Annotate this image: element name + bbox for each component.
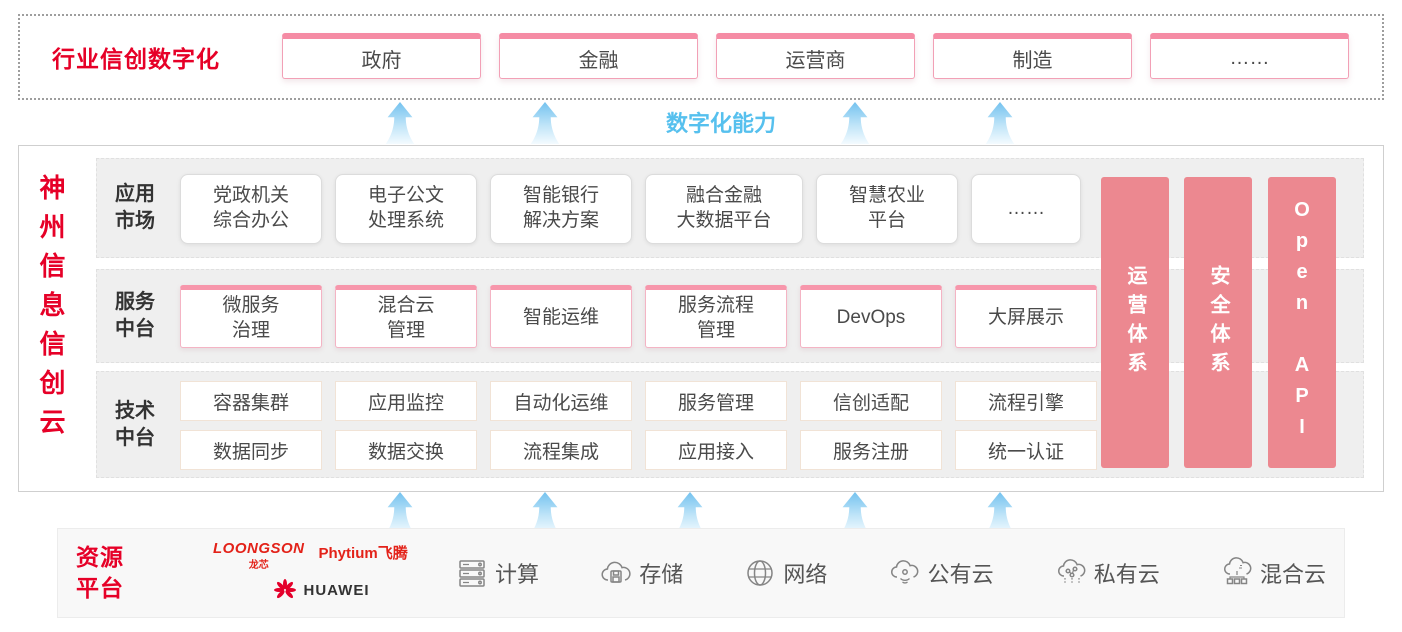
tech-box-process-integration: 流程集成: [490, 430, 632, 470]
tech-box-xinchuang-adaptation: 信创适配: [800, 381, 942, 421]
service-platform-row: 服务 中台 微服务 治理 混合云 管理 智能运维 服务流程 管理 DevOps …: [96, 269, 1364, 363]
industry-box-more: ……: [1150, 33, 1349, 79]
service-platform-boxes: 微服务 治理 混合云 管理 智能运维 服务流程 管理 DevOps 大屏展示: [180, 285, 1097, 348]
app-market-boxes: 党政机关 综合办公 电子公文 处理系统 智能银行 解决方案 融合金融 大数据平台…: [180, 174, 1081, 244]
app-market-row: 应用 市场 党政机关 综合办公 电子公文 处理系统 智能银行 解决方案 融合金融…: [96, 158, 1364, 258]
service-platform-label: 服务 中台: [115, 291, 155, 340]
app-box-gov-office: 党政机关 综合办公: [180, 174, 322, 244]
platform-side-title: 神州信息信创云: [36, 174, 66, 447]
private-cloud-icon: [1057, 559, 1086, 583]
svc-box-intelligent-ops: 智能运维: [490, 285, 632, 348]
up-arrow-icon: [985, 492, 1015, 534]
resource-network: 网络: [744, 557, 827, 589]
hybrid-cloud-icon: [1223, 557, 1252, 585]
svc-box-hybrid-cloud-mgmt: 混合云 管理: [335, 285, 477, 348]
tech-box-data-sync: 数据同步: [180, 430, 322, 470]
resource-compute-label: 计算: [495, 562, 540, 587]
capability-label: 数字化能力: [665, 111, 776, 136]
tech-platform-row: 技术 中台 容器集群 应用监控 自动化运维 服务管理 信创适配 流程引擎 数据同…: [96, 371, 1364, 478]
resource-hybrid-cloud-label: 混合云: [1259, 562, 1326, 587]
app-box-smart-agriculture: 智慧农业 平台: [816, 174, 958, 244]
industry-band: 行业信创数字化 政府 金融 运营商 制造 ……: [18, 14, 1384, 100]
huawei-wordmark: HUAWEI: [303, 581, 370, 599]
tech-box-data-exchange: 数据交换: [335, 430, 477, 470]
loongson-wordmark: LOONGSON: [213, 540, 305, 557]
up-arrow-icon: [985, 102, 1015, 144]
server-icon: [459, 560, 485, 587]
pillar-open-api: Open API: [1268, 177, 1336, 468]
resource-storage-label: 存储: [639, 562, 684, 587]
up-arrow-icon: [530, 102, 560, 144]
up-arrow-icon: [385, 102, 415, 144]
resource-private-cloud: 私有云: [1055, 557, 1160, 589]
cloud-platform-panel: 神州信息信创云 应用 市场 党政机关 综合办公 电子公文 处理系统 智能银行 解…: [18, 145, 1384, 492]
svc-box-devops: DevOps: [800, 285, 942, 348]
resource-private-cloud-label: 私有云: [1093, 562, 1160, 587]
tech-platform-label: 技术 中台: [115, 399, 155, 449]
up-arrow-icon: [675, 492, 705, 534]
app-box-more: ……: [971, 174, 1081, 244]
app-box-smart-banking: 智能银行 解决方案: [490, 174, 632, 244]
tech-platform-boxes: 容器集群 应用监控 自动化运维 服务管理 信创适配 流程引擎 数据同步 数据交换…: [180, 381, 1097, 470]
resource-hybrid-cloud: 混合云: [1221, 557, 1326, 589]
resource-compute: 计算: [456, 557, 539, 589]
tech-box-service-registry: 服务注册: [800, 430, 942, 470]
up-arrow-icon: [385, 492, 415, 534]
phytium-logo: Phytium飞腾: [318, 545, 408, 562]
resource-storage: 存储: [600, 557, 683, 589]
tech-box-automated-ops: 自动化运维: [490, 381, 632, 421]
up-arrow-icon: [840, 492, 870, 534]
app-market-label: 应用 市场: [115, 183, 155, 232]
resource-platform-band: 资源 平台 LOONGSON 龙芯 Phytium飞腾: [57, 528, 1345, 618]
pillar-security-system: 安全体系: [1184, 177, 1252, 468]
tech-box-unified-auth: 统一认证: [955, 430, 1097, 470]
huawei-flower-icon: [273, 579, 296, 599]
tech-box-app-monitoring: 应用监控: [335, 381, 477, 421]
resource-network-label: 网络: [783, 562, 828, 587]
pillar-security-label: 安全体系: [1207, 264, 1229, 381]
svc-box-service-process-mgmt: 服务流程 管理: [645, 285, 787, 348]
resource-items: 计算 存储 网络: [456, 529, 1326, 617]
tech-box-container-cluster: 容器集群: [180, 381, 322, 421]
vendor-logos: LOONGSON 龙芯 Phytium飞腾: [213, 540, 428, 601]
tech-box-process-engine: 流程引擎: [955, 381, 1097, 421]
pillar-open-api-label: Open API: [1291, 198, 1313, 447]
up-arrow-icon: [530, 492, 560, 534]
resource-platform-title: 资源 平台: [76, 543, 124, 601]
public-cloud-icon: [890, 560, 919, 584]
industry-band-title: 行业信创数字化: [52, 46, 220, 72]
loongson-chinese-label: 龙芯: [248, 560, 269, 571]
huawei-logo: HUAWEI: [213, 579, 428, 601]
industry-box-manufacturing: 制造: [933, 33, 1132, 79]
svc-box-big-screen: 大屏展示: [955, 285, 1097, 348]
app-box-finance-bigdata: 融合金融 大数据平台: [645, 174, 803, 244]
resource-public-cloud-label: 公有云: [927, 562, 994, 587]
tech-box-app-access: 应用接入: [645, 430, 787, 470]
resource-public-cloud: 公有云: [889, 557, 994, 589]
industry-box-finance: 金融: [499, 33, 698, 79]
industry-box-government: 政府: [282, 33, 481, 79]
pillar-operation-label: 运营体系: [1124, 264, 1146, 381]
loongson-logo: LOONGSON 龙芯: [213, 540, 305, 571]
pillar-operation-system: 运营体系: [1101, 177, 1169, 468]
industry-box-operator: 运营商: [716, 33, 915, 79]
industry-box-row: 政府 金融 运营商 制造 ……: [282, 33, 1349, 79]
svc-box-microservice-governance: 微服务 治理: [180, 285, 322, 348]
network-globe-icon: [747, 560, 774, 586]
tech-box-service-mgmt: 服务管理: [645, 381, 787, 421]
app-box-edoc-system: 电子公文 处理系统: [335, 174, 477, 244]
up-arrow-icon: [840, 102, 870, 144]
storage-cloud-icon: [601, 561, 631, 583]
